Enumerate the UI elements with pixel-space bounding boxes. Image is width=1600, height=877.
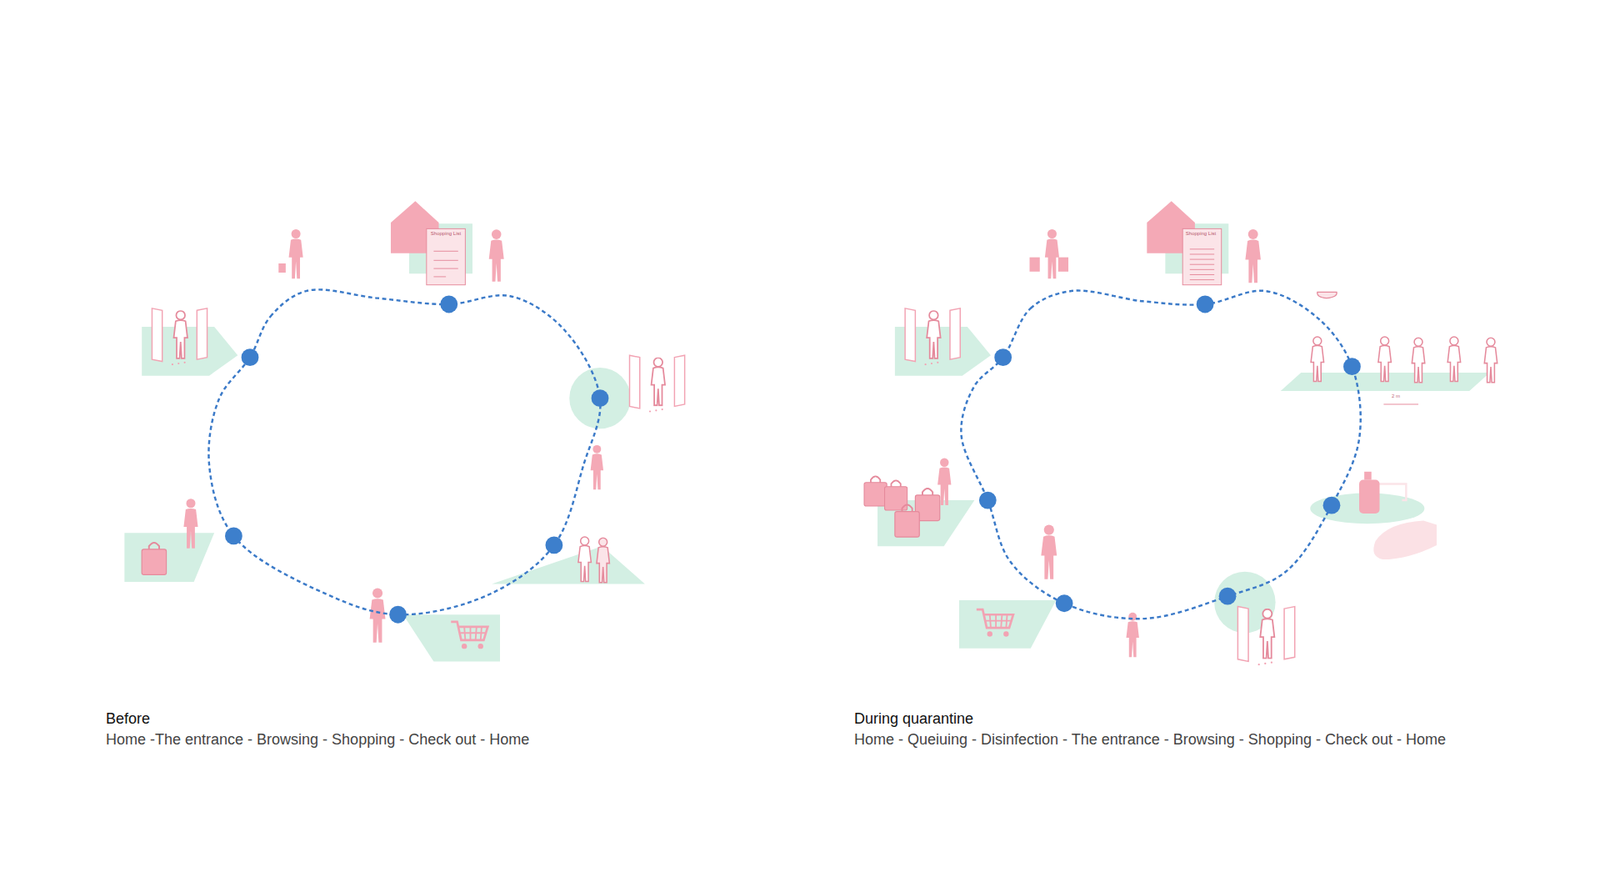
before-panel [124, 200, 685, 661]
list-title: Shopping List [1183, 230, 1219, 237]
panel-heading: Before [105, 710, 150, 728]
panel-heading: During quarantine [854, 710, 974, 728]
dimension-label: 2 m [1391, 393, 1400, 400]
sequence-caption: Home - Queiuing - Disinfection - The ent… [854, 730, 1446, 749]
journey-loop [960, 290, 1360, 620]
journey-loop [208, 289, 600, 615]
sequence-caption: Home -The entrance - Browsing - Shopping… [105, 730, 530, 749]
quarantine-panel [864, 200, 1498, 665]
list-title: Shopping List [428, 230, 464, 237]
